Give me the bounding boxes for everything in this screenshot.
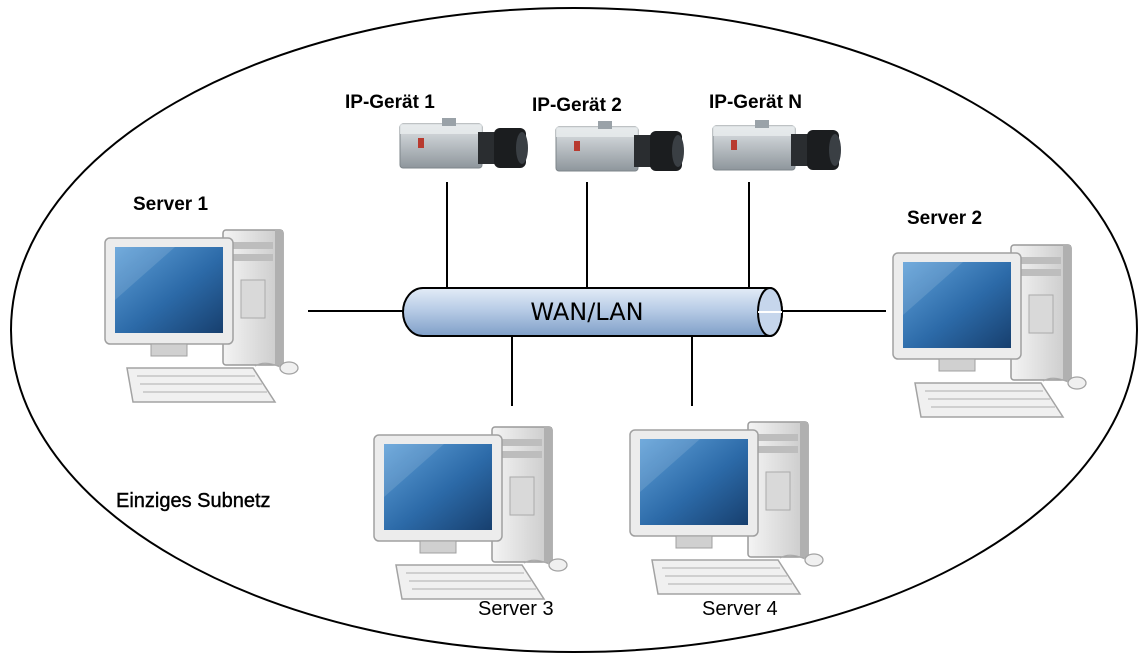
server-4-label: Server 4 bbox=[702, 598, 778, 620]
server-1-label: Server 1 bbox=[133, 194, 209, 215]
desktop-computer-icon bbox=[892, 244, 1087, 418]
ip-camera-icon bbox=[712, 119, 842, 171]
ip-camera-icon bbox=[399, 117, 529, 169]
desktop-computer-icon bbox=[104, 229, 299, 403]
server-3-label: Server 3 bbox=[478, 598, 554, 620]
wan-lan-label: WAN/LAN bbox=[530, 298, 644, 326]
ip-device-2-label: IP-Gerät 2 bbox=[532, 95, 622, 116]
server-2-label: Server 2 bbox=[907, 208, 983, 229]
ip-device-1-label: IP-Gerät 1 bbox=[345, 92, 435, 113]
wan-lan-pipe-icon bbox=[402, 287, 783, 337]
desktop-computer-icon bbox=[629, 421, 824, 595]
subnet-boundary bbox=[10, 7, 1138, 653]
desktop-computer-icon bbox=[373, 426, 568, 600]
ip-camera-icon bbox=[555, 120, 685, 172]
ip-device-n-label: IP-Gerät N bbox=[709, 92, 802, 113]
subnet-label: Einziges Subnetz bbox=[116, 490, 271, 512]
